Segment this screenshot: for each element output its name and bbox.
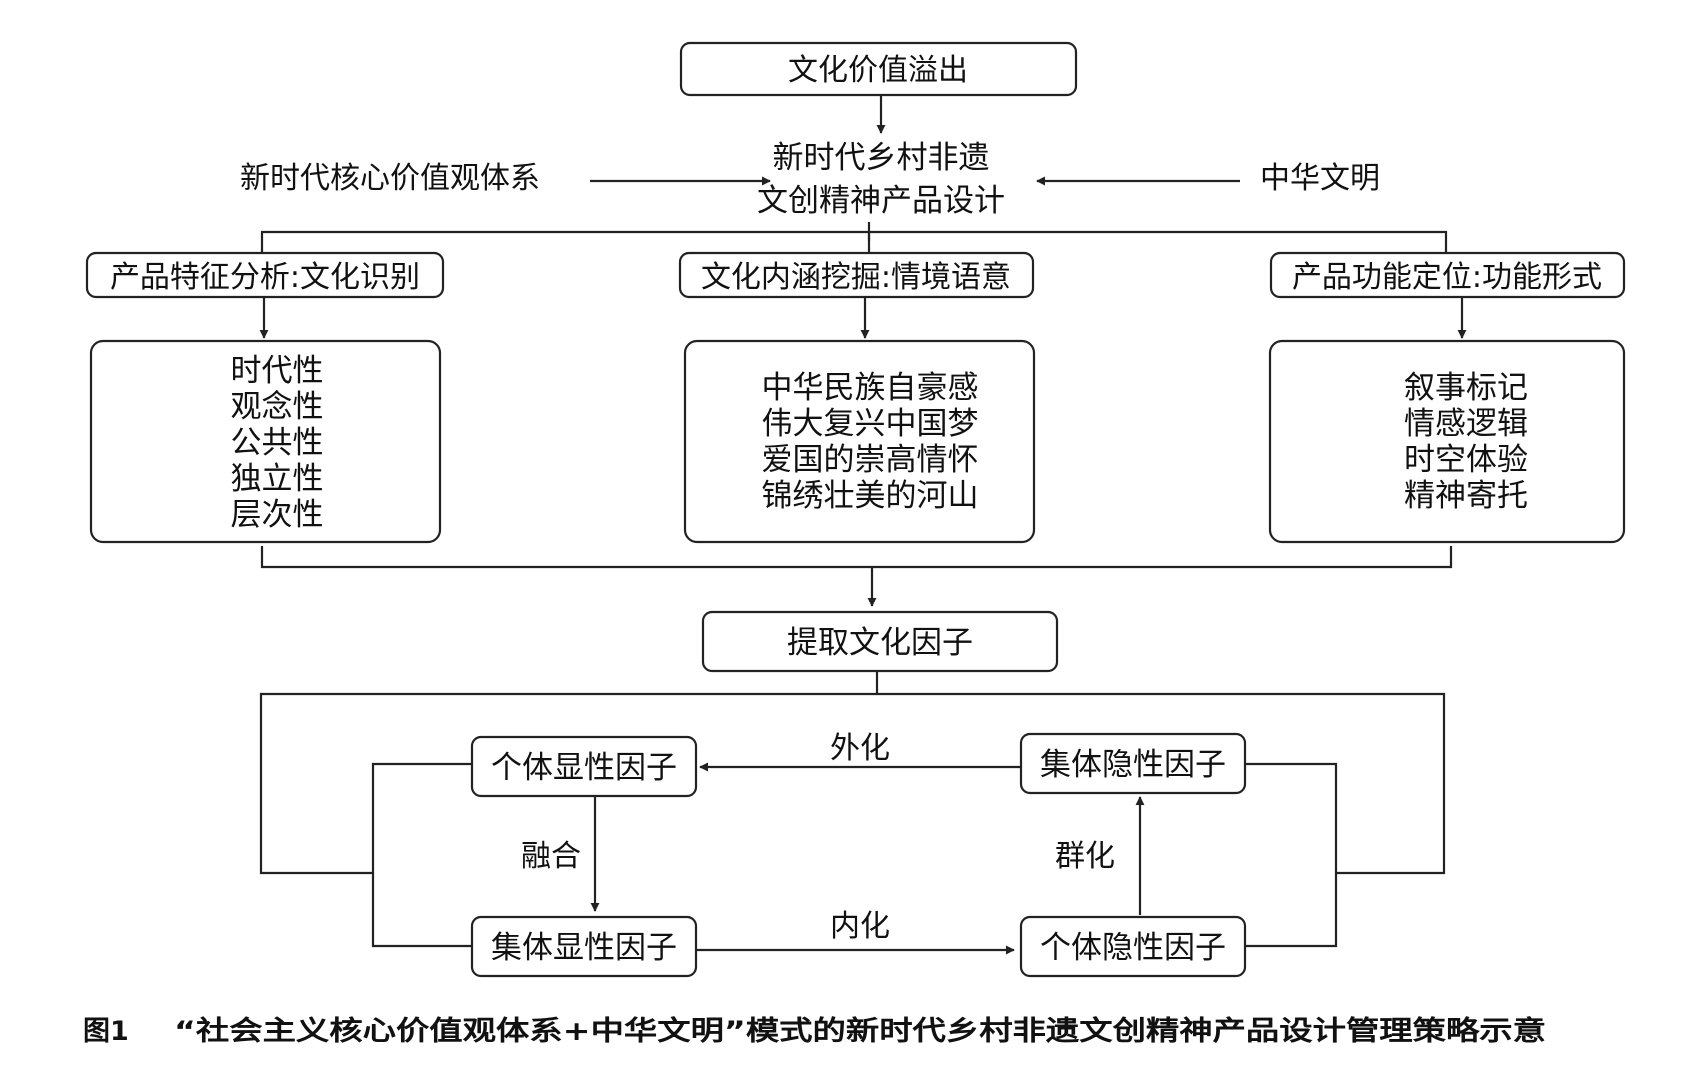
node-branch-product-feature-label: 产品特征分析:文化识别 [110,260,420,295]
node-individual-explicit [470,735,698,798]
list-item: 叙事标记 [1404,370,1528,406]
node-collective-explicit-label: 集体显性因子 [491,930,677,966]
node-branch-cultural-connotation-label: 文化内涵挖掘:情境语意 [701,260,1011,295]
node-branch-product-function-label: 产品功能定位:功能形式 [1292,260,1602,295]
figure-caption-label: 图1 [83,1016,129,1047]
list-item: 爱国的崇高情怀 [762,442,979,478]
node-cultural-value-overflow [679,41,1078,97]
list-features-items: 时代性 观念性 公共性 独立性 层次性 [231,353,324,533]
node-collective-explicit [470,915,698,978]
node-list-features [89,339,442,544]
list-item: 锦绣壮美的河山 [762,478,979,514]
node-individual-implicit [1019,915,1247,978]
edge-label-fuse: 融合 [521,839,581,874]
list-connotation-items: 中华民族自豪感 伟大复兴中国梦 爱国的崇高情怀 锦绣壮美的河山 [762,370,979,514]
node-center-line1: 新时代乡村非遗 [773,140,990,176]
connector-lists-bracket [260,546,1453,569]
list-item: 中华民族自豪感 [762,370,979,406]
list-item: 情感逻辑 [1404,406,1528,442]
list-item: 公共性 [231,425,324,461]
node-center-line2: 文创精神产品设计 [757,183,1005,219]
connector-right-loop [1245,762,1338,948]
connector-branch-bracket [260,230,1448,253]
list-function-items: 叙事标记 情感逻辑 时空体验 精神寄托 [1404,370,1528,514]
node-list-function [1268,339,1626,544]
connector-left-loop [371,762,472,948]
list-item: 独立性 [231,461,324,497]
node-individual-explicit-label: 个体显性因子 [491,750,677,786]
figure-caption-text: “社会主义核心价值观体系+中华文明”模式的新时代乡村非遗文创精神产品设计管理策略… [174,1015,1546,1047]
edge-label-internalize: 内化 [830,909,890,944]
node-collective-implicit-label: 集体隐性因子 [1040,747,1226,783]
node-branch-product-function [1269,251,1626,299]
node-collective-implicit [1019,732,1247,795]
node-chinese-civilization: 中华文明 [1260,161,1380,196]
list-item: 层次性 [231,497,324,533]
node-branch-product-feature [85,251,445,299]
node-list-connotation [683,339,1036,544]
node-cultural-value-overflow-label: 文化价值溢出 [788,53,968,88]
list-item: 时空体验 [1404,442,1528,478]
list-item: 时代性 [231,353,324,389]
node-individual-implicit-label: 个体隐性因子 [1040,930,1226,966]
list-item: 伟大复兴中国梦 [762,406,979,442]
list-item: 观念性 [231,389,324,425]
edge-label-externalize: 外化 [830,731,890,766]
connector-outer-loop [259,692,1446,875]
node-branch-cultural-connotation [678,251,1035,299]
node-extract-cultural-factors-label: 提取文化因子 [787,625,973,661]
node-extract-cultural-factors [701,610,1059,673]
list-item: 精神寄托 [1404,478,1528,514]
node-core-values-system: 新时代核心价值观体系 [240,161,540,196]
edge-label-group: 群化 [1055,839,1115,874]
